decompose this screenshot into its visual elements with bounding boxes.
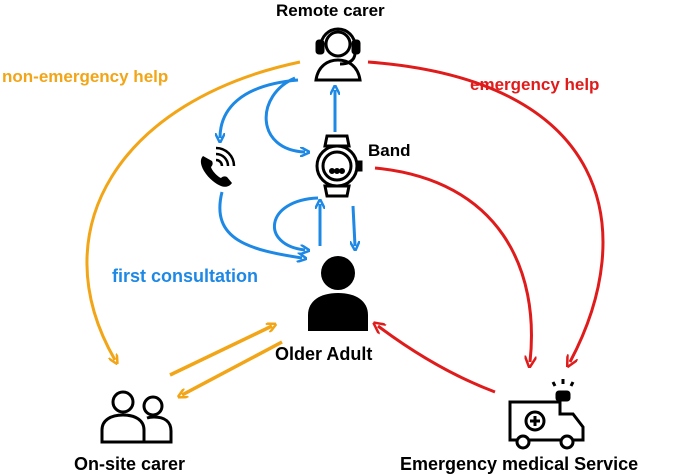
ems-to-adult-arrow: [378, 326, 496, 394]
band-to-ems-arrow: [374, 166, 531, 362]
adult-to-onsite-arrow: [182, 340, 283, 395]
ambulance-icon: [508, 379, 585, 450]
phone-call-icon: [200, 146, 236, 187]
onsite-carer-label: On-site carer: [74, 454, 185, 474]
headset-person-icon: [314, 27, 362, 82]
emergency-help-arrow: [367, 60, 605, 362]
person-icon: [308, 256, 368, 331]
first-consultation-label: first consultation: [112, 266, 258, 286]
remote-to-phone-arrow: [220, 78, 299, 138]
non-emergency-label: non-emergency help: [2, 67, 168, 86]
band-to-adult-arrow: [353, 205, 355, 246]
ems-label: Emergency medical Service: [400, 454, 638, 474]
onsite-to-adult-arrow: [169, 326, 272, 377]
older-adult-label: Older Adult: [275, 344, 372, 364]
phone-to-adult-arrow: [218, 191, 302, 258]
band-label: Band: [368, 141, 411, 160]
emergency-label: emergency help: [470, 75, 599, 94]
remote-carer-label: Remote carer: [276, 1, 385, 20]
non-emergency-arrow: [85, 60, 301, 360]
smartwatch-icon: [315, 134, 363, 198]
remote-to-band-arrow: [264, 76, 305, 152]
two-people-icon: [100, 390, 173, 444]
band-to-adult-loop-arrow: [273, 196, 319, 250]
